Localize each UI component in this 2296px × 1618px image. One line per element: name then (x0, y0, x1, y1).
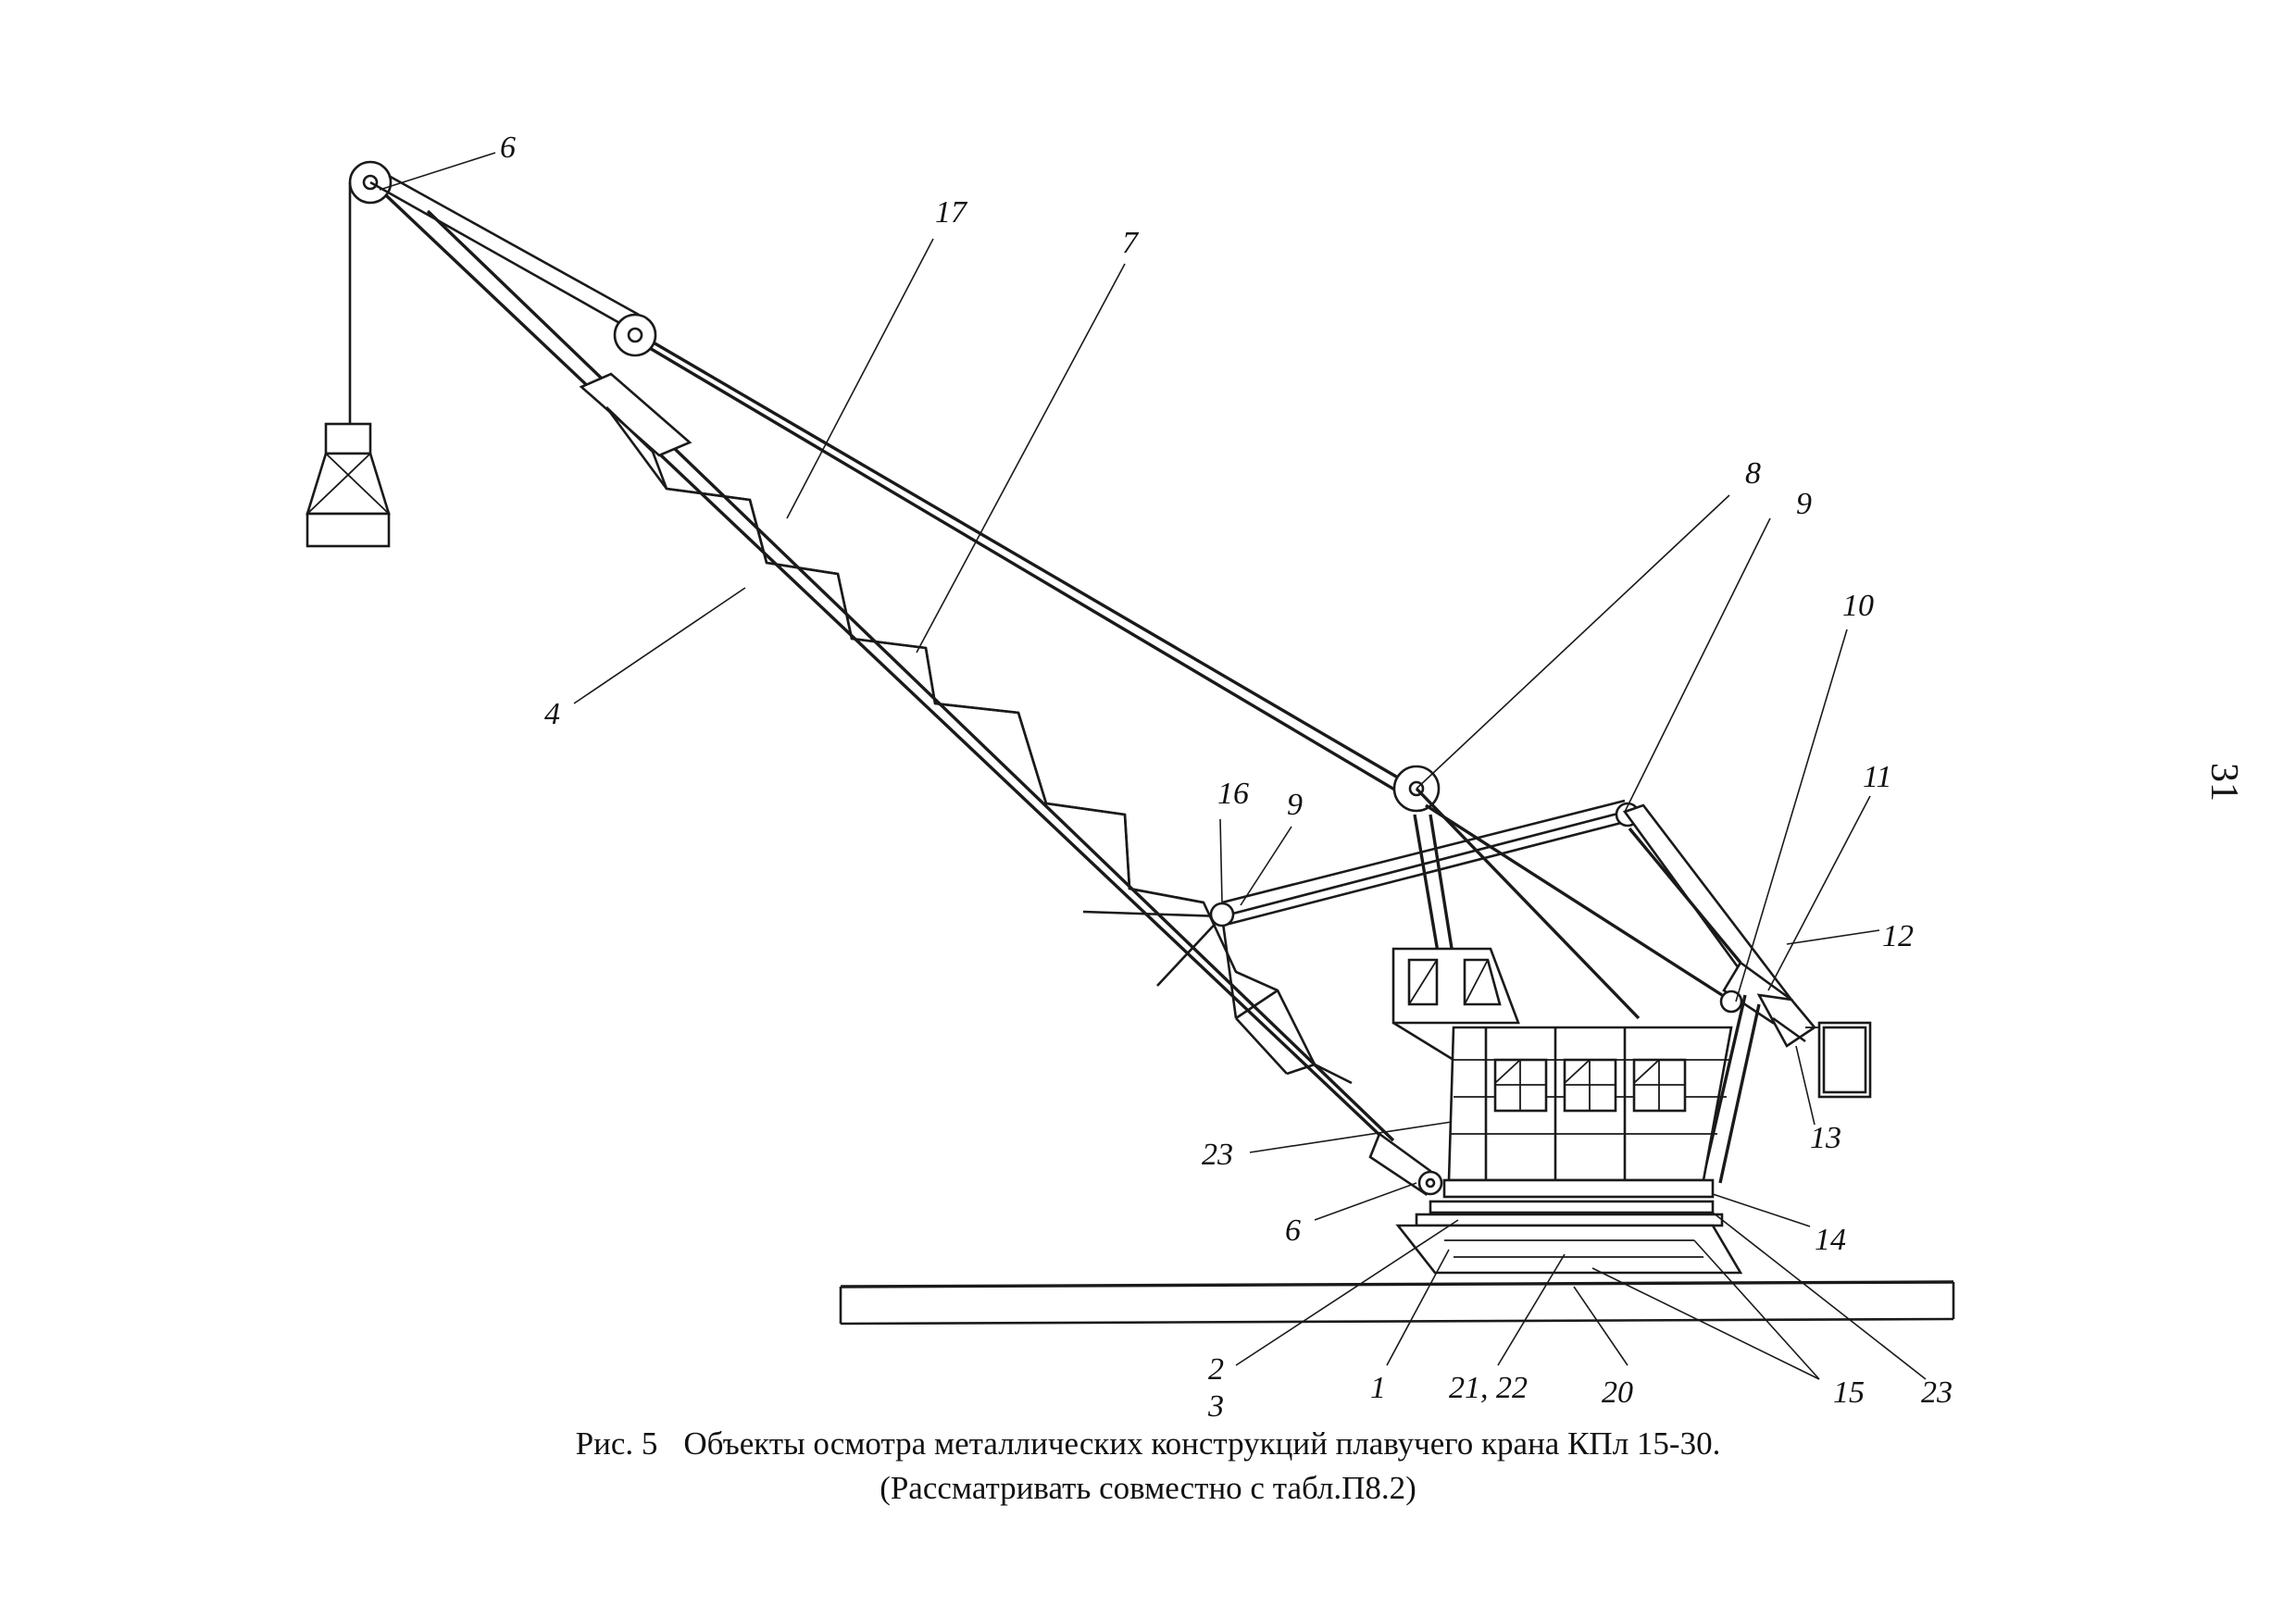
callout-6-top: 6 (500, 131, 516, 165)
callout-9-right: 9 (1796, 487, 1812, 521)
figure-label: Рис. 5 (575, 1425, 658, 1462)
grab-bucket (306, 422, 391, 548)
deck (839, 1280, 1955, 1326)
counterweight (1805, 1021, 1872, 1099)
luffing-rods (1209, 799, 1641, 927)
callout-7: 7 (1122, 226, 1140, 260)
callout-12: 12 (1882, 919, 1914, 953)
a-frame (1413, 787, 1816, 1184)
callout-14: 14 (1815, 1223, 1846, 1257)
callout-15: 15 (1833, 1375, 1865, 1410)
callout-1: 1 (1370, 1371, 1386, 1405)
callout-17: 17 (935, 195, 968, 230)
callout-23-right: 23 (1921, 1375, 1953, 1410)
callout-2: 2 (1208, 1352, 1224, 1387)
page-number: 31 (2202, 763, 2245, 802)
callout-21-22: 21, 22 (1449, 1371, 1528, 1405)
callout-8: 8 (1745, 456, 1761, 491)
boom (368, 179, 1432, 1197)
boom-head (348, 160, 640, 424)
figure-title: Объекты осмотра металлических конструкци… (683, 1425, 1721, 1462)
callout-16: 16 (1217, 777, 1249, 811)
boom-foot (1417, 1170, 1443, 1196)
callout-23-left: 23 (1202, 1138, 1233, 1172)
machine-house (1442, 1026, 1733, 1199)
slewing-base (1395, 1200, 1743, 1275)
operator-cab (1391, 947, 1520, 1062)
leader-lines (379, 152, 1927, 1380)
callout-13: 13 (1810, 1121, 1841, 1155)
callout-20: 20 (1602, 1375, 1633, 1410)
callout-3: 3 (1207, 1389, 1224, 1424)
boom-lattice (605, 406, 1353, 1085)
callout-labels: 6 17 7 4 8 9 10 11 12 13 16 9 23 6 14 2 … (500, 131, 1953, 1424)
callout-6-bottom: 6 (1285, 1214, 1301, 1248)
callout-10: 10 (1842, 589, 1874, 623)
callout-11: 11 (1863, 760, 1891, 794)
figure-caption: Рис. 5 Объекты осмотра металлических конс… (0, 1425, 2296, 1462)
figure-note: (Рассматривать совместно с табл.П8.2) (880, 1470, 1416, 1506)
callout-9-mid: 9 (1287, 788, 1303, 822)
callout-4: 4 (544, 697, 560, 731)
